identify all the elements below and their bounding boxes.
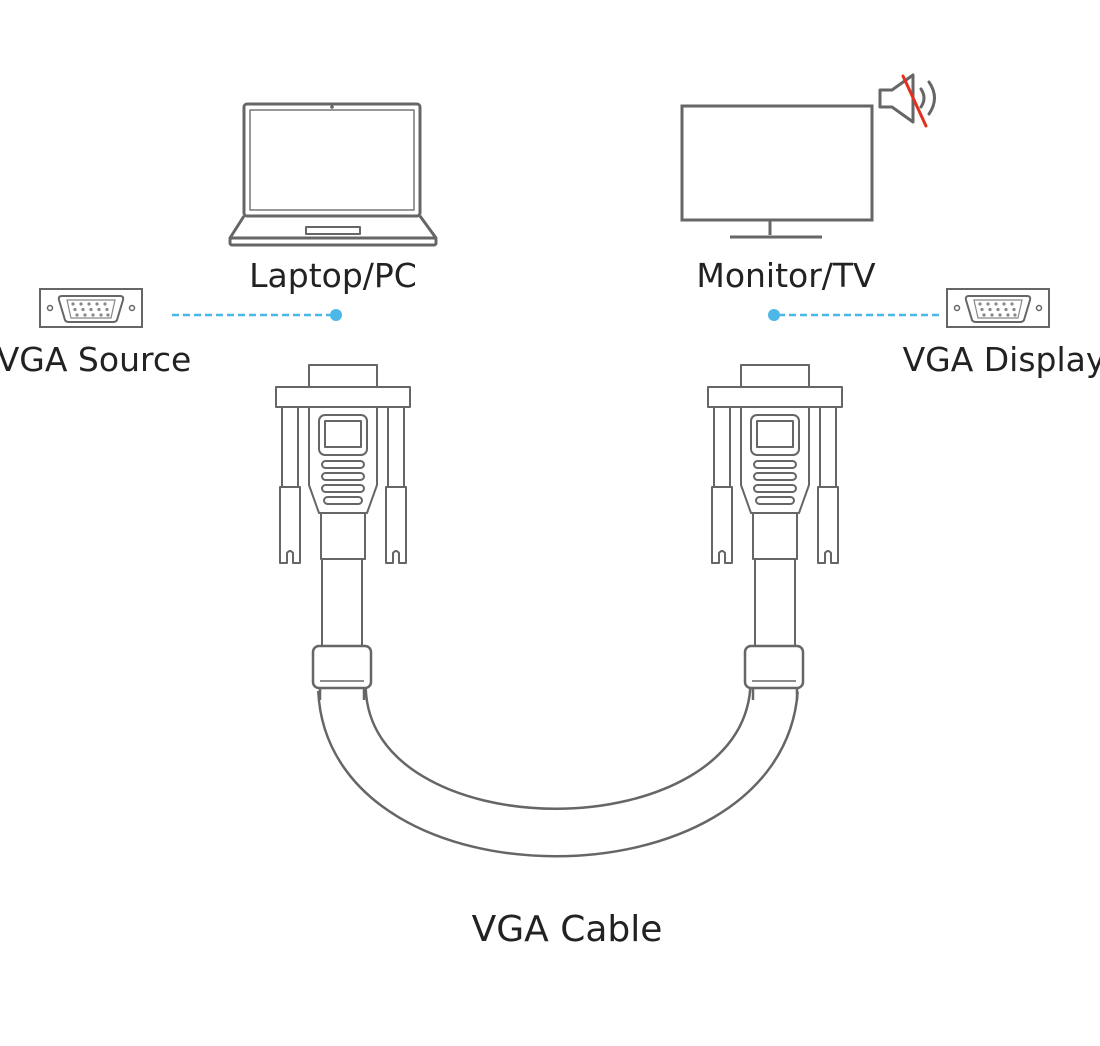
ferrite-core-right — [743, 644, 805, 690]
vga-cable-label: VGA Cable — [472, 909, 663, 950]
vga-source-label: VGA Source — [0, 340, 191, 379]
monitor-icon — [680, 104, 874, 239]
laptop-icon — [228, 102, 438, 247]
display-link-line — [768, 309, 940, 321]
vga-connector-left-icon — [275, 364, 411, 564]
vga-connector-right-icon — [707, 364, 843, 564]
vga-source-port-icon — [39, 288, 143, 328]
vga-display-label: VGA Display — [903, 340, 1100, 379]
laptop-label: Laptop/PC — [249, 256, 417, 295]
vga-cable — [317, 558, 799, 858]
vga-display-port-icon — [946, 288, 1050, 328]
source-link-line — [172, 309, 342, 321]
monitor-label: Monitor/TV — [696, 256, 876, 295]
ferrite-core-left — [311, 644, 373, 690]
speaker-muted-icon — [878, 73, 936, 128]
